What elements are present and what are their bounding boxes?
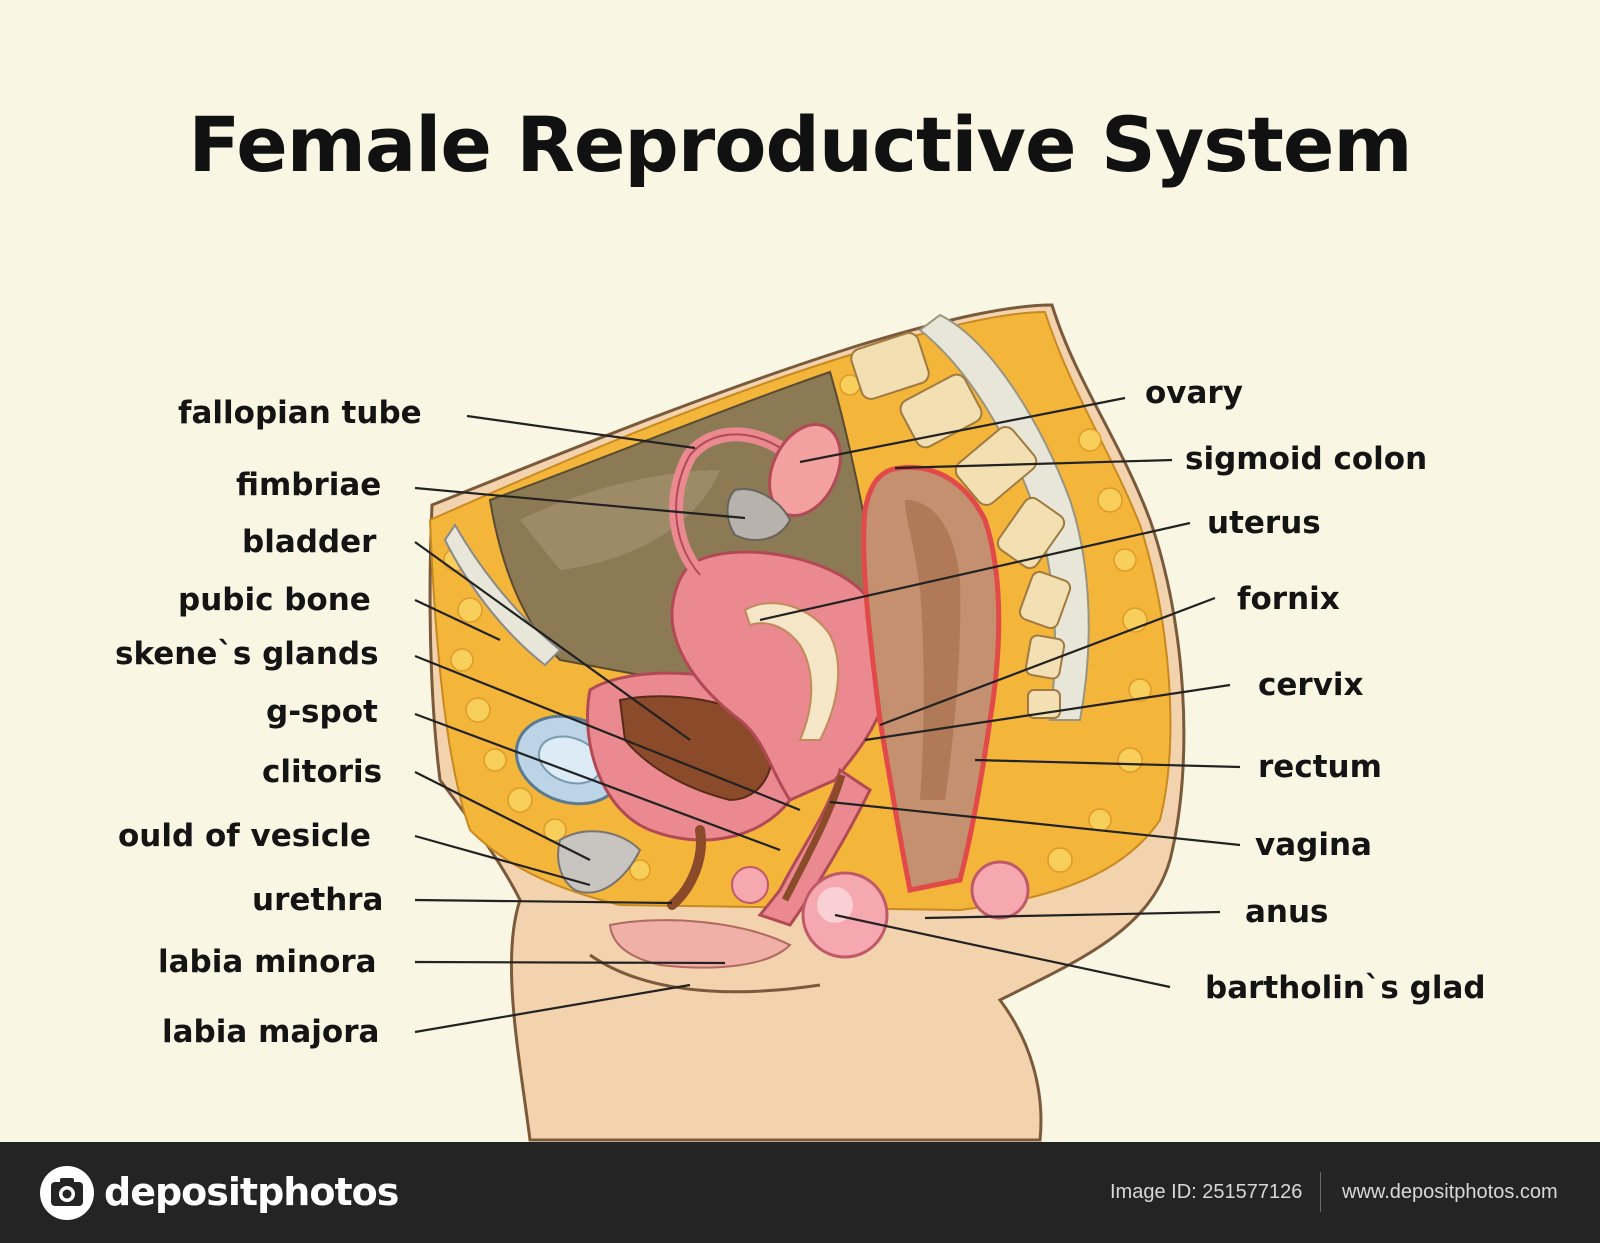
label-pubic-bone: pubic bone <box>178 582 371 618</box>
label-bartholins-gland: bartholin`s glad <box>1205 970 1486 1006</box>
anus-shape <box>970 860 1030 920</box>
label-labia-minora: labia minora <box>158 944 377 980</box>
footer-divider <box>1320 1172 1321 1212</box>
anatomy-illustration <box>414 303 1241 1142</box>
label-urethra: urethra <box>252 882 384 918</box>
label-vagina: vagina <box>1255 827 1372 863</box>
watermark-footer: depositphotos Image ID: 251577126 www.de… <box>0 1142 1600 1243</box>
label-sigmoid-colon: sigmoid colon <box>1185 441 1428 477</box>
clitoris-shape <box>557 830 642 894</box>
site-url[interactable]: www.depositphotos.com <box>1342 1181 1558 1203</box>
label-cervix: cervix <box>1258 667 1364 703</box>
camera-logo-icon <box>40 1166 94 1220</box>
image-id: Image ID: 251577126 <box>1110 1181 1303 1203</box>
label-ould-of-vesicle: ould of vesicle <box>118 818 371 854</box>
brand-name: depositphotos <box>104 1170 399 1214</box>
labia-majora-shape <box>589 953 821 994</box>
pubic-bone <box>443 523 562 667</box>
leader-lines-right <box>759 396 1241 989</box>
urethra-shape <box>667 825 706 910</box>
leader-lines-left <box>414 414 801 1034</box>
label-fimbriae: fimbriae <box>236 467 382 503</box>
label-fallopian-tube: fallopian tube <box>178 395 422 431</box>
diagram-title: Female Reproductive System <box>188 100 1412 189</box>
label-g-spot: g-spot <box>266 694 378 730</box>
label-clitoris: clitoris <box>262 754 383 790</box>
label-fornix: fornix <box>1237 581 1340 617</box>
label-rectum: rectum <box>1258 749 1382 785</box>
label-skenes-glands: skene`s glands <box>115 636 379 672</box>
label-uterus: uterus <box>1207 505 1321 541</box>
label-ovary: ovary <box>1145 375 1243 411</box>
labia-minora-shape <box>608 919 792 969</box>
fimbriae-shape <box>726 488 792 541</box>
label-anus: anus <box>1245 894 1329 930</box>
label-bladder: bladder <box>242 524 377 560</box>
label-labia-majora: labia majora <box>162 1014 380 1050</box>
